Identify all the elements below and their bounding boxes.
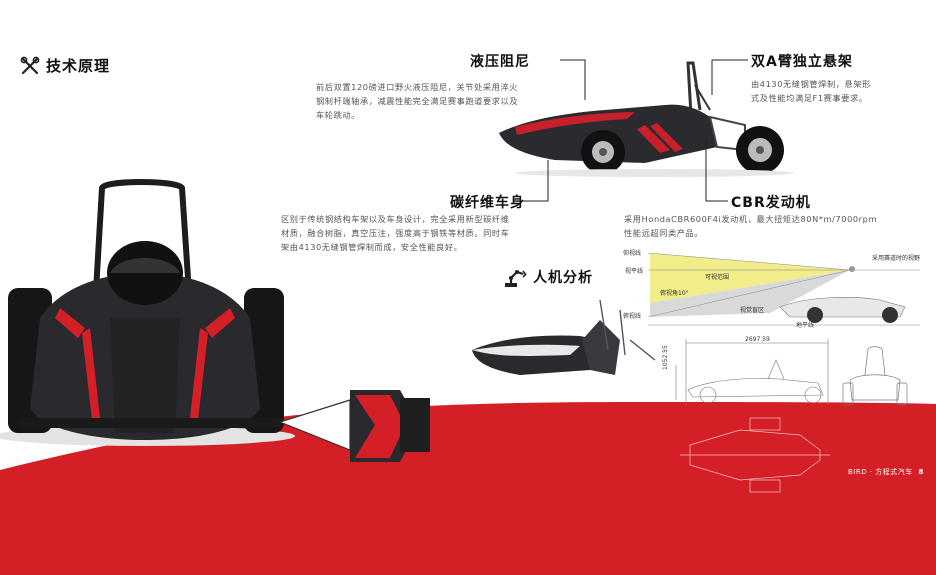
ergonomics-section-header: 人机分析 xyxy=(503,266,593,288)
ergonomics-section-title: 人机分析 xyxy=(533,270,593,286)
footer-brand: BIRD · 方程式汽车 xyxy=(848,468,913,476)
suspension-title: 双A臂独立悬架 xyxy=(751,54,853,70)
sight-label-eye-point: 采用赛道时的视野 xyxy=(872,255,921,262)
dimension-length-label: 2697.59 xyxy=(745,336,770,343)
front-line-drawing xyxy=(842,346,908,406)
damper-title: 液压阻尼 xyxy=(470,54,530,70)
sight-label-angle: 俯视角10° xyxy=(660,290,689,297)
carbon-body-title: 碳纤维车身 xyxy=(450,195,525,211)
dimension-drawing-side xyxy=(675,339,829,405)
engine-title: CBR发动机 xyxy=(731,195,811,211)
engine-description: 采用HondaCBR600F4i发动机，最大扭矩达80N*m/7000rpm 性… xyxy=(624,214,878,238)
top-view-wing-detail xyxy=(280,390,430,462)
page-footer: BIRD · 方程式汽车 8 xyxy=(848,467,924,477)
suspension-description: 由4130无缝钢管焊制，悬架形 式及性能均满足F1赛事要求。 xyxy=(751,79,871,103)
tech-section-header: 技术原理 xyxy=(20,55,110,76)
sight-line-diagram xyxy=(647,252,920,326)
side-view-car-image xyxy=(499,61,795,177)
sight-label-horizontal: 视平线 xyxy=(625,268,644,275)
front-view-car-image xyxy=(0,179,295,446)
tech-section-title: 技术原理 xyxy=(46,57,111,75)
sight-label-upper: 仰视线 xyxy=(623,250,642,257)
low-poly-car-model xyxy=(472,300,656,375)
sight-label-blind: 视觉盲区 xyxy=(740,307,765,314)
dimension-height-label: 1052.55 xyxy=(662,345,669,370)
sight-label-ground: 地平线 xyxy=(796,322,815,329)
damper-description: 前后双置120磅进口野火液压阻尼，关节处采用淬火 钢制杆端轴承，减震性能完全满足… xyxy=(316,82,519,120)
carbon-body-description: 区别于传统钢结构车架以及车身设计，完全采用新型碳纤维 材质，融合树脂，真空压注，… xyxy=(281,214,510,252)
robot-arm-icon xyxy=(503,266,527,288)
sight-label-lower: 俯视线 xyxy=(623,313,642,320)
sight-label-visible-range: 可视范围 xyxy=(705,274,730,281)
footer-page-number: 8 xyxy=(918,468,924,476)
wrench-screwdriver-icon xyxy=(20,56,40,76)
top-line-drawing xyxy=(680,417,830,493)
